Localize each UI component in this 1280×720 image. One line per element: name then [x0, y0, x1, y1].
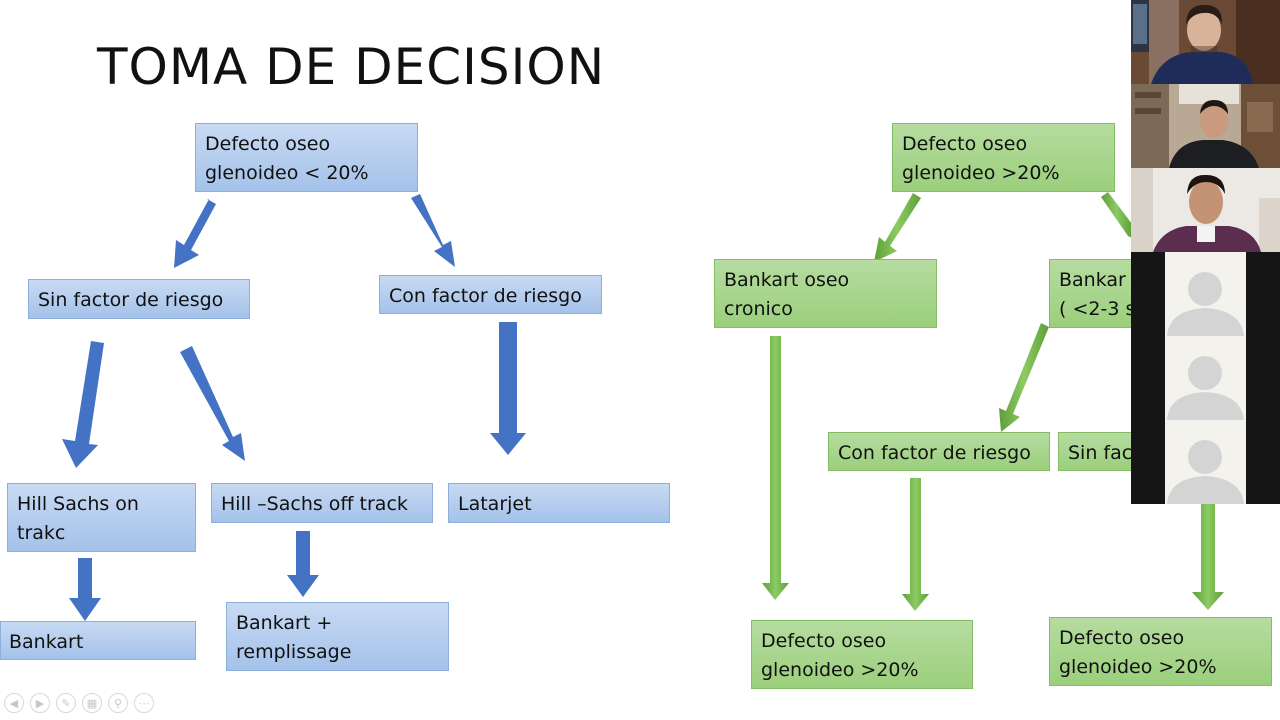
participant-video-2[interactable]	[1131, 84, 1280, 168]
avatar-background	[1165, 252, 1246, 336]
box-con-factor-green: Con factor de riesgo	[828, 432, 1050, 471]
arrow-sin-to-off-track	[180, 346, 245, 461]
arrow-root-to-sin-factor	[174, 199, 216, 268]
pen-icon[interactable]: ✎	[56, 693, 76, 713]
box-remplissage: Bankart + remplissage	[226, 602, 449, 671]
box-line: glenoideo >20%	[1059, 656, 1217, 678]
slide-title: TOMA DE DECISION	[97, 38, 606, 96]
box-line: glenoideo < 20%	[205, 162, 369, 184]
box-bankart: Bankart	[0, 621, 196, 660]
box-on-track: Hill Sachs on trakc	[7, 483, 196, 552]
box-line: glenoideo >20%	[902, 162, 1060, 184]
box-line: Defecto oseo	[761, 630, 887, 652]
box-line: glenoideo >20%	[761, 659, 919, 681]
participant-video-image	[1131, 168, 1280, 252]
box-result-1: Defecto oseo glenoideo >20%	[751, 620, 973, 689]
arrow-sin-to-on-track	[62, 341, 104, 468]
box-defecto-mayor-20: Defecto oseo glenoideo >20%	[892, 123, 1115, 192]
box-line: Sin factor de riesgo	[38, 289, 224, 311]
participant-placeholder-2[interactable]	[1131, 336, 1280, 420]
arrow-agudo-to-con-factor	[999, 323, 1049, 432]
more-icon[interactable]: ⋯	[134, 693, 154, 713]
zoom-icon[interactable]: ⚲	[108, 693, 128, 713]
participant-placeholder-1[interactable]	[1131, 252, 1280, 336]
participant-placeholder-3[interactable]	[1131, 420, 1280, 504]
box-line: Bankart oseo	[724, 269, 850, 291]
box-line: Hill –Sachs off track	[221, 493, 408, 515]
avatar-icon	[1167, 272, 1244, 336]
slides-grid-icon[interactable]: ▦	[82, 693, 102, 713]
box-result-2: Defecto oseo glenoideo >20%	[1049, 617, 1272, 686]
box-line: Con factor de riesgo	[389, 285, 582, 307]
box-line: remplissage	[236, 641, 352, 663]
arrow-on-track-to-bankart	[69, 558, 101, 621]
presentation-toolbar: ◀ ▶ ✎ ▦ ⚲ ⋯	[4, 693, 154, 715]
avatar-background	[1165, 420, 1246, 504]
box-line: Latarjet	[458, 493, 532, 515]
participant-video-image	[1131, 0, 1280, 84]
participant-video-3[interactable]	[1131, 168, 1280, 252]
box-sin-factor: Sin factor de riesgo	[28, 279, 250, 319]
participant-video-image	[1131, 84, 1280, 168]
box-line: Hill Sachs on	[17, 493, 139, 515]
box-line: ( <2-3 s	[1059, 298, 1136, 320]
box-line: Defecto oseo	[1059, 627, 1185, 649]
arrow-right-root-to-agudo	[1101, 192, 1132, 238]
arrow-con-to-latarjet	[490, 322, 526, 455]
next-icon[interactable]: ▶	[30, 693, 50, 713]
box-con-factor: Con factor de riesgo	[379, 275, 602, 314]
box-latarjet: Latarjet	[448, 483, 670, 523]
participant-video-1[interactable]	[1131, 0, 1280, 84]
arrow-sin-factor-to-result-2	[1192, 504, 1224, 610]
box-bankart-cronico: Bankart oseo cronico	[714, 259, 937, 328]
arrow-cronico-to-result-1	[762, 336, 789, 600]
prev-icon[interactable]: ◀	[4, 693, 24, 713]
box-line: Sin fac	[1068, 442, 1133, 464]
box-line: Bankart	[9, 631, 84, 653]
box-line: Con factor de riesgo	[838, 442, 1031, 464]
avatar-icon	[1167, 440, 1244, 504]
box-line: Defecto oseo	[205, 133, 331, 155]
avatar-background	[1165, 336, 1246, 420]
box-line: trakc	[17, 522, 66, 544]
box-line: Bankar	[1059, 269, 1126, 291]
box-line: cronico	[724, 298, 793, 320]
box-line: Bankart +	[236, 612, 333, 634]
arrow-right-root-to-cronico	[874, 193, 921, 262]
arrow-con-factor-to-result	[902, 478, 929, 611]
arrow-off-track-to-remplissage	[287, 531, 319, 597]
avatar-icon	[1167, 356, 1244, 420]
box-defecto-menor-20: Defecto oseo glenoideo < 20%	[195, 123, 418, 192]
arrow-root-to-con-factor	[411, 194, 455, 267]
box-off-track: Hill –Sachs off track	[211, 483, 433, 523]
box-line: Defecto oseo	[902, 133, 1028, 155]
